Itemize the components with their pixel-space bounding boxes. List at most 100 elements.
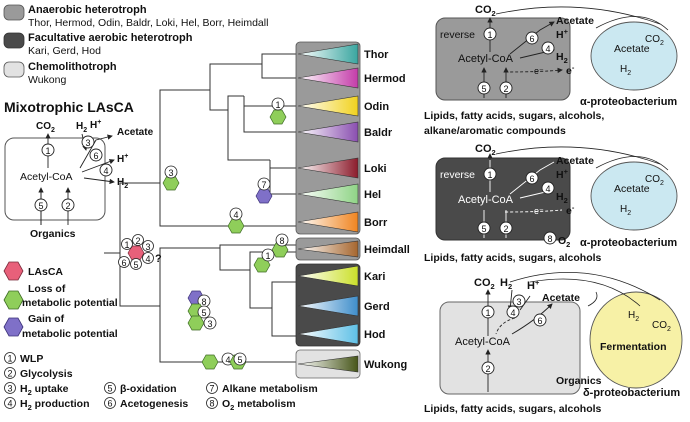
lasca-co2: CO2 (36, 121, 55, 134)
marker-gerd-num-a: 8 (202, 297, 207, 307)
panel-b-partner-co2: CO2 (645, 174, 664, 187)
marker-gerd-num-c: 3 (208, 319, 213, 329)
panel-b-num-5: 5 (482, 224, 487, 234)
gain-label-1: Gain of (28, 313, 65, 325)
panel-a-acetyl: Acetyl-CoA (458, 53, 514, 65)
panel-a-acetate: Acetate (556, 15, 594, 27)
panel-a-substrates-1: Lipids, fatty acids, sugars, alcohols, (424, 110, 604, 122)
panel-b-reverse: reverse (440, 169, 475, 181)
lasca-hexagon (3, 261, 24, 281)
pathway-6-circle (104, 397, 116, 409)
marker-gerd-num-b: 5 (202, 308, 207, 318)
panel-b-substrates: Lipids, fatty acids, sugars, alcohols (424, 252, 602, 264)
panel-a-partner-co2: CO2 (645, 34, 664, 47)
marker-borr-num: 4 (234, 210, 239, 220)
panel-b-e: e- (566, 203, 575, 217)
pathway-6-number: 6 (108, 399, 113, 409)
root-num-1: 1 (125, 240, 130, 250)
borr-label: Borr (364, 217, 388, 229)
hel-label: Hel (364, 189, 381, 201)
pathway-4-number: 4 (8, 399, 13, 409)
anaerobic-clade-box (295, 41, 361, 235)
lasca-num-5: 5 (39, 201, 44, 211)
panel-a: CO2 reverse Acetyl-CoA Acetate H+ H2 e- … (424, 4, 678, 137)
root-question-mark: ? (155, 253, 162, 265)
marker-borr-loss (227, 218, 245, 234)
baldr-wedge (297, 121, 359, 143)
wukong-label: Wukong (364, 359, 407, 371)
pathway-7-number: 7 (210, 384, 215, 394)
root-num-5: 5 (134, 260, 139, 270)
pathway-6-label: Acetogenesis (120, 398, 188, 410)
pathway-2-number: 2 (8, 369, 13, 379)
marker-gerd-loss-b (187, 315, 205, 331)
root-num-3: 3 (146, 242, 151, 252)
heimdall-wedge (297, 240, 359, 258)
loss-hexagon (3, 290, 24, 310)
loki-label: Loki (364, 163, 387, 175)
tree-branch-root-up (119, 182, 160, 253)
lasca-h2-top: H2 (76, 121, 87, 134)
panel-c: CO2 H2 H+ Acetate Acetyl-CoA 1 3 4 6 2 H… (424, 271, 683, 415)
pathway-5-label: β-oxidation (120, 383, 177, 395)
panel-c-partner (589, 291, 683, 389)
panel-a-co2: CO2 (475, 4, 496, 18)
chemo-title: Chemolithotroph (28, 61, 117, 73)
pathway-3-number: 3 (8, 384, 13, 394)
panel-c-fermentation: Fermentation (600, 341, 667, 353)
hel-wedge (297, 183, 359, 205)
marker-wukong-num-b: 5 (238, 355, 243, 365)
panel-b-num-8: 8 (548, 234, 553, 244)
odin-wedge (297, 95, 359, 117)
facultative-members: Kari, Gerd, Hod (28, 45, 101, 57)
thor-label: Thor (364, 49, 389, 61)
marker-wukong-num-a: 4 (226, 355, 231, 365)
baldr-label: Baldr (364, 127, 393, 139)
panel-c-substrates: Lipids, fatty acids, sugars, alcohols (424, 403, 602, 415)
panel-a-num-4: 4 (546, 44, 551, 54)
panel-b-partner (590, 161, 678, 231)
gain-hexagon (3, 317, 24, 337)
lasca-organics: Organics (30, 228, 76, 240)
pathway-1-number: 1 (8, 354, 13, 364)
heimdall-label: Heimdall (364, 244, 410, 256)
panel-a-partner-name: α-proteobacterium (580, 96, 677, 108)
panel-a-num-1: 1 (488, 30, 493, 40)
lasca-num-4: 4 (104, 166, 109, 176)
panel-c-num-6: 6 (538, 316, 543, 326)
loss-label-1: Loss of (28, 283, 66, 295)
kari-label: Kari (364, 271, 385, 283)
borr-wedge (297, 211, 359, 233)
anaerobic-swatch (3, 4, 25, 21)
panel-b-num-1: 1 (488, 170, 493, 180)
panel-b: CO2 reverse Acetyl-CoA Acetate H+ H2 e- … (424, 143, 678, 264)
pathway-3-label: H2 uptake (20, 383, 69, 397)
panel-a-partner-acetate: Acetate (614, 43, 650, 55)
pathway-2-label: Glycolysis (20, 368, 73, 380)
panel-a-h2: H2 (556, 51, 568, 65)
panel-b-partner-acetate: Acetate (614, 183, 650, 195)
panel-b-co2: CO2 (475, 143, 496, 157)
marker-kari-num: 1 (266, 251, 271, 261)
marker-odin-loss (269, 109, 287, 125)
panel-c-acetyl: Acetyl-CoA (455, 336, 511, 348)
svg-text:e⁻: e⁻ (534, 66, 544, 76)
marker-wukong-loss-a (201, 354, 219, 370)
marker-heimdall-num: 8 (280, 236, 285, 246)
lasca-title: Mixotrophic LAsCA (4, 99, 134, 115)
panel-c-cell (439, 301, 581, 395)
panel-b-h2: H2 (556, 191, 568, 205)
marker-legend: LAsCA Loss of metabolic potential Gain o… (3, 261, 118, 340)
panel-a-partner (590, 21, 678, 91)
panel-c-co2: CO2 (474, 277, 495, 291)
root-num-2: 2 (136, 236, 141, 246)
panel-b-num-4: 4 (546, 184, 551, 194)
pathway-4-label: H2 production (20, 398, 90, 412)
lasca-num-2: 2 (66, 201, 71, 211)
root-num-6: 6 (122, 258, 127, 268)
lifestyle-legend: Anaerobic heterotroph Thor, Hermod, Odin… (3, 4, 268, 86)
panel-b-num-6: 6 (530, 174, 535, 184)
marker-odin-num: 1 (276, 100, 281, 110)
pathway-8-label: O2 metabolism (222, 398, 296, 412)
panel-b-acetyl: Acetyl-CoA (458, 194, 514, 206)
